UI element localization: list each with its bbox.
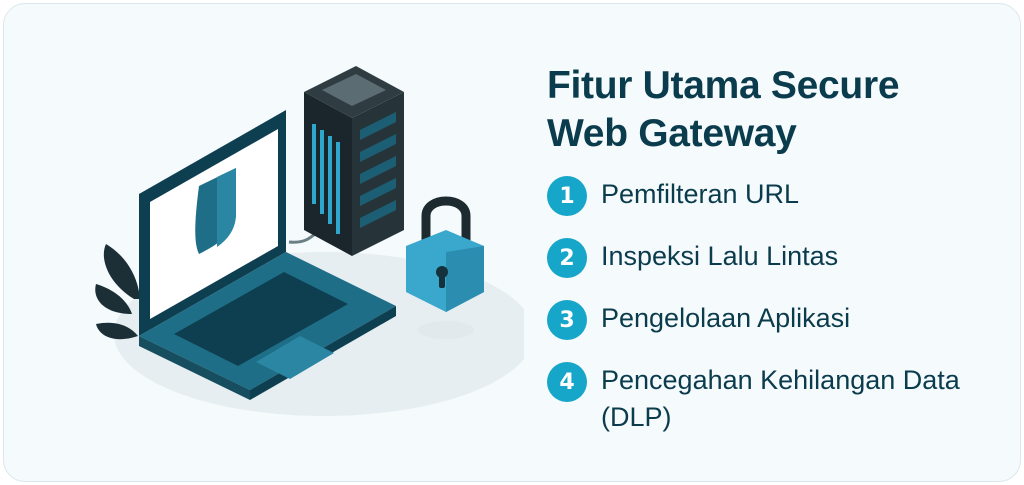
plant-leaf-icon — [95, 244, 140, 340]
list-item: 1 Pemfilteran URL — [547, 176, 987, 216]
illustration-svg — [95, 66, 534, 416]
number-badge: 3 — [547, 300, 587, 340]
feature-label: Pencegahan Kehilangan Data (DLP) — [601, 365, 960, 432]
feature-label: Pengelolaan Aplikasi — [601, 303, 851, 333]
server-rack-icon — [304, 66, 404, 256]
number-badge: 4 — [547, 362, 587, 402]
list-item: 3 Pengelolaan Aplikasi — [547, 300, 987, 340]
feature-list: 1 Pemfilteran URL 2 Inspeksi Lalu Lintas… — [547, 176, 987, 436]
list-item: 2 Inspeksi Lalu Lintas — [547, 238, 987, 278]
feature-label: Inspeksi Lalu Lintas — [601, 241, 839, 271]
list-item: 4 Pencegahan Kehilangan Data (DLP) — [547, 362, 987, 436]
feature-card: Fitur Utama Secure Web Gateway 1 Pemfilt… — [3, 3, 1021, 482]
laptop-icon — [139, 110, 396, 400]
shield-icon — [195, 168, 236, 254]
content-panel: Fitur Utama Secure Web Gateway 1 Pemfilt… — [547, 62, 987, 458]
number-badge: 2 — [547, 238, 587, 278]
number-badge: 1 — [547, 176, 587, 216]
padlock-icon — [406, 196, 484, 339]
page-title: Fitur Utama Secure Web Gateway — [547, 64, 900, 155]
feature-label: Pemfilteran URL — [601, 179, 800, 209]
security-illustration — [74, 44, 534, 444]
